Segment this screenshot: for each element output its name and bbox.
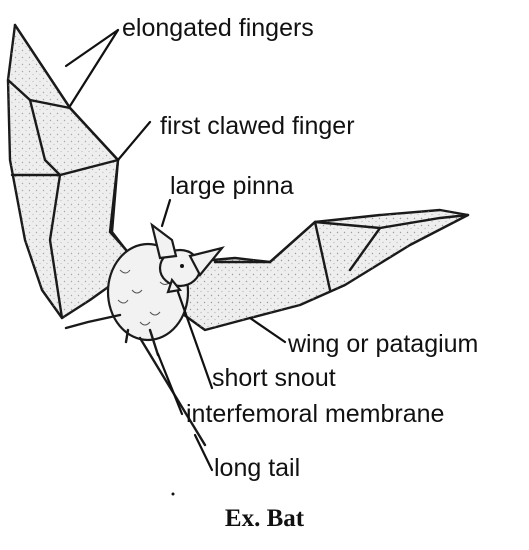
label-large-pinna: large pinna [170,172,294,200]
bat-diagram: elongated fingers first clawed finger la… [0,0,529,500]
speck [172,493,175,496]
label-wing-or-patagium: wing or patagium [287,330,478,358]
label-short-snout: short snout [212,364,336,392]
label-long-tail: long tail [214,454,300,482]
label-elongated-fingers: elongated fingers [122,14,314,42]
right-wing [180,210,468,330]
label-interfemoral-membrane: interfemoral membrane [186,400,444,428]
label-first-clawed-finger: first clawed finger [160,112,355,140]
figure-caption: Ex. Bat [0,505,529,533]
